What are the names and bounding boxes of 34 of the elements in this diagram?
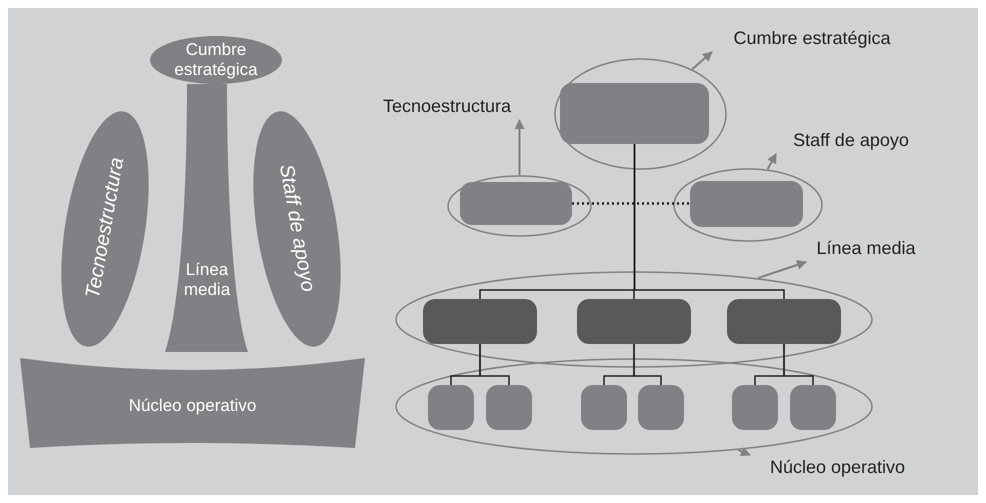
rounded-box xyxy=(460,182,572,225)
rounded-box xyxy=(560,83,709,144)
ellipse-outline xyxy=(395,358,873,455)
label-text: Núcleo operativo xyxy=(750,455,925,481)
rounded-box xyxy=(727,299,841,344)
dotted-line xyxy=(572,202,690,205)
connector-line xyxy=(633,344,662,385)
rounded-box xyxy=(486,385,532,430)
arrow xyxy=(692,51,713,70)
rounded-box xyxy=(581,385,627,430)
ellipse-outline xyxy=(447,175,592,237)
label-text: Tecnoestructura xyxy=(372,94,522,120)
rounded-box xyxy=(423,299,537,344)
rounded-box xyxy=(577,299,691,344)
label-text: Línea media xyxy=(806,236,926,262)
rounded-box xyxy=(732,385,778,430)
arrow xyxy=(766,153,777,170)
oval-node: Cumbre estratégica xyxy=(150,36,282,84)
arrow xyxy=(758,260,807,279)
rounded-box xyxy=(690,181,803,227)
rounded-box xyxy=(638,385,684,430)
rounded-box xyxy=(428,385,474,430)
arrow xyxy=(514,119,524,175)
connector-line xyxy=(479,344,510,385)
ellipse-outline xyxy=(395,271,873,368)
connector-line xyxy=(783,344,814,385)
label-text: Cumbre estratégica xyxy=(712,26,912,52)
ellipse-outline xyxy=(554,58,727,170)
arrow xyxy=(738,446,751,456)
connector-line xyxy=(634,144,785,299)
label-text: Staff de apoyo xyxy=(776,128,926,154)
ellipse-outline xyxy=(673,168,823,242)
trunk-shape: Línea media xyxy=(165,84,248,352)
rounded-box xyxy=(790,385,836,430)
